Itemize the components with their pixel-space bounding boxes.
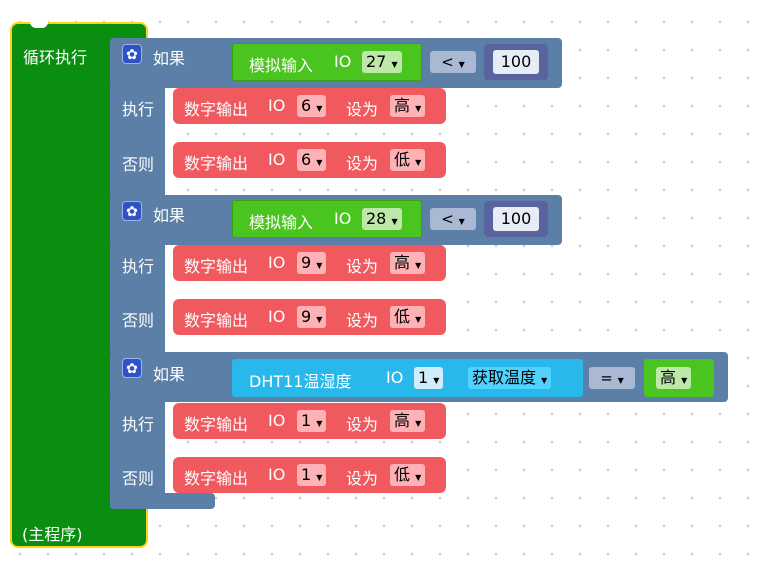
digital-output-label: 数字输出 — [184, 154, 249, 173]
operator-dropdown[interactable]: < ▼ — [430, 51, 476, 73]
chevron-down-icon: ▼ — [541, 376, 548, 385]
gear-icon[interactable]: ✿ — [122, 201, 142, 221]
digital-output-label: 数字输出 — [184, 469, 249, 488]
digital-output-label: 数字输出 — [184, 100, 249, 119]
level-dropdown[interactable]: 高 ▼ — [656, 367, 692, 389]
digital-io-label: IO — [268, 96, 286, 115]
pin-dropdown[interactable]: 1 ▼ — [297, 464, 327, 486]
reading-dropdown[interactable]: 获取温度 ▼ — [468, 367, 552, 389]
chevron-down-icon: ▼ — [415, 158, 422, 167]
else-label: 否则 — [122, 155, 155, 174]
digital-output-label: 数字输出 — [184, 415, 249, 434]
chevron-down-icon: ▼ — [433, 376, 440, 385]
chevron-down-icon: ▼ — [458, 60, 465, 69]
chevron-down-icon: ▼ — [415, 104, 422, 113]
loop-title: 循环执行 — [23, 48, 88, 67]
chevron-down-icon: ▼ — [681, 376, 688, 385]
pin-dropdown[interactable]: 6 ▼ — [297, 149, 327, 171]
if-label: 如果 — [153, 49, 186, 68]
chevron-down-icon: ▼ — [316, 158, 323, 167]
if-block-3-bottom — [110, 493, 215, 509]
digital-output-label: 数字输出 — [184, 311, 249, 330]
set-label: 设为 — [346, 469, 379, 488]
dht11-io-label: IO — [386, 368, 404, 387]
set-label: 设为 — [346, 311, 379, 330]
analog-io-label: IO — [334, 52, 352, 71]
chevron-down-icon: ▼ — [316, 315, 323, 324]
chevron-down-icon: ▼ — [316, 473, 323, 482]
analog-input-label: 模拟输入 — [249, 213, 314, 232]
pin-dropdown[interactable]: 27 ▼ — [362, 51, 402, 73]
pin-dropdown[interactable]: 9 ▼ — [297, 306, 327, 328]
if-label: 如果 — [153, 365, 186, 384]
chevron-down-icon: ▼ — [415, 473, 422, 482]
then-label: 执行 — [122, 257, 155, 276]
gear-icon[interactable]: ✿ — [122, 44, 142, 64]
chevron-down-icon: ▼ — [415, 419, 422, 428]
pin-dropdown[interactable]: 6 ▼ — [297, 95, 327, 117]
if-label: 如果 — [153, 206, 186, 225]
then-label: 执行 — [122, 100, 155, 119]
set-label: 设为 — [346, 257, 379, 276]
else-label: 否则 — [122, 469, 155, 488]
chevron-down-icon: ▼ — [391, 60, 398, 69]
analog-io-label: IO — [334, 209, 352, 228]
set-label: 设为 — [346, 154, 379, 173]
chevron-down-icon: ▼ — [617, 376, 624, 385]
pin-dropdown[interactable]: 28 ▼ — [362, 208, 402, 230]
chevron-down-icon: ▼ — [316, 261, 323, 270]
state-dropdown[interactable]: 高 ▼ — [390, 410, 426, 432]
state-dropdown[interactable]: 高 ▼ — [390, 252, 426, 274]
else-label: 否则 — [122, 311, 155, 330]
digital-io-label: IO — [268, 150, 286, 169]
then-label: 执行 — [122, 415, 155, 434]
chevron-down-icon: ▼ — [391, 217, 398, 226]
state-dropdown[interactable]: 低 ▼ — [390, 306, 426, 328]
gear-icon[interactable]: ✿ — [122, 358, 142, 378]
pin-dropdown[interactable]: 1 ▼ — [414, 367, 444, 389]
loop-footer: (主程序) — [22, 525, 83, 544]
digital-io-label: IO — [268, 411, 286, 430]
pin-dropdown[interactable]: 1 ▼ — [297, 410, 327, 432]
chevron-down-icon: ▼ — [316, 104, 323, 113]
if-block-1-column — [110, 86, 165, 196]
digital-io-label: IO — [268, 465, 286, 484]
analog-input-label: 模拟输入 — [249, 56, 314, 75]
if-block-3-column — [110, 400, 165, 508]
set-label: 设为 — [346, 415, 379, 434]
chevron-down-icon: ▼ — [458, 217, 465, 226]
loop-notch — [30, 18, 48, 28]
state-dropdown[interactable]: 低 ▼ — [390, 149, 426, 171]
if-block-2-bottom — [110, 348, 130, 354]
state-dropdown[interactable]: 低 ▼ — [390, 464, 426, 486]
chevron-down-icon: ▼ — [316, 419, 323, 428]
number-value[interactable]: 100 — [493, 207, 539, 231]
set-label: 设为 — [346, 100, 379, 119]
digital-output-label: 数字输出 — [184, 257, 249, 276]
operator-dropdown[interactable]: < ▼ — [430, 208, 476, 230]
state-dropdown[interactable]: 高 ▼ — [390, 95, 426, 117]
chevron-down-icon: ▼ — [415, 261, 422, 270]
pin-dropdown[interactable]: 9 ▼ — [297, 252, 327, 274]
digital-io-label: IO — [268, 307, 286, 326]
digital-io-label: IO — [268, 253, 286, 272]
number-value[interactable]: 100 — [493, 50, 539, 74]
dht11-label: DHT11温湿度 — [249, 372, 352, 391]
chevron-down-icon: ▼ — [415, 315, 422, 324]
operator-dropdown[interactable]: = ▼ — [589, 367, 635, 389]
if-block-2-column — [110, 243, 165, 353]
